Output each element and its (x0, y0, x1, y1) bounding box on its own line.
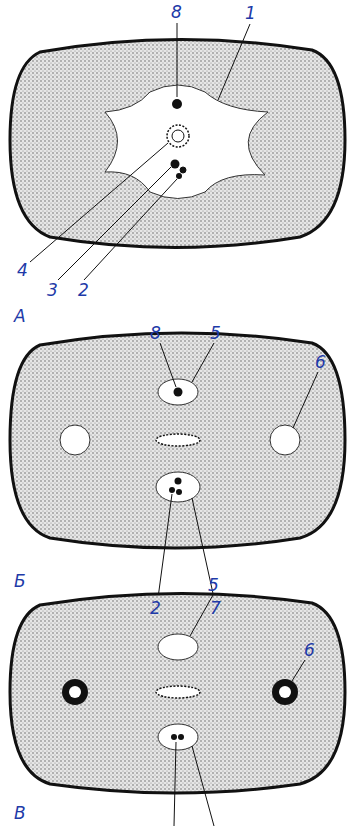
panel-letter: А (14, 308, 26, 325)
lateral-vessel-lumen (279, 686, 291, 698)
cross-section-outline (10, 593, 345, 793)
lateral-vessel-lumen (69, 686, 81, 698)
panel-letter: В (14, 805, 26, 822)
leader-line (84, 179, 177, 280)
leader-line (192, 746, 214, 826)
lateral-canal (60, 425, 90, 455)
slit-canal (156, 434, 200, 446)
leader-line (58, 167, 171, 280)
leader-line (190, 595, 213, 636)
callout-number: 7 (210, 600, 221, 617)
lateral-vessel (62, 679, 88, 705)
panel-letter: Б (14, 573, 26, 590)
callout-number: 8 (150, 325, 161, 342)
canal (158, 634, 198, 660)
callout-number: 8 (171, 4, 182, 21)
nerve-dot (176, 173, 182, 179)
nerve-dot (169, 487, 175, 493)
leader-line (174, 742, 176, 826)
callout-number: 3 (47, 282, 58, 299)
leader-line (160, 343, 176, 387)
tube (167, 125, 189, 147)
callout-number: 4 (17, 262, 28, 279)
vessel-dot (171, 160, 180, 169)
vessel-dot (175, 478, 182, 485)
callout-number: 2 (150, 600, 161, 617)
lateral-canal (270, 425, 300, 455)
leader-line (293, 372, 318, 428)
callout-number: 5 (208, 577, 219, 594)
leader-line (158, 494, 172, 598)
leader-line (218, 24, 250, 100)
vessel-dot (174, 388, 183, 397)
nerve-dot (176, 489, 182, 495)
callout-number: 6 (304, 642, 315, 659)
nerve-dot (171, 734, 177, 740)
leader-line (192, 343, 214, 382)
callout-number: 2 (78, 282, 89, 299)
canal (158, 379, 198, 405)
slit-canal (156, 686, 200, 698)
leader-line (292, 660, 305, 681)
leader-line (177, 23, 178, 97)
nerve-dot (178, 734, 184, 740)
nerve-dot (180, 167, 186, 173)
callout-number: 5 (210, 325, 221, 342)
vessel-dot (172, 99, 182, 109)
leader-line (30, 143, 168, 262)
cross-section-outline (10, 333, 345, 548)
callout-number: 6 (315, 354, 326, 371)
canal (156, 472, 200, 502)
callout-number: 1 (245, 5, 256, 22)
tube-lumen (172, 130, 184, 142)
cavity (105, 85, 268, 199)
lateral-vessel (272, 679, 298, 705)
